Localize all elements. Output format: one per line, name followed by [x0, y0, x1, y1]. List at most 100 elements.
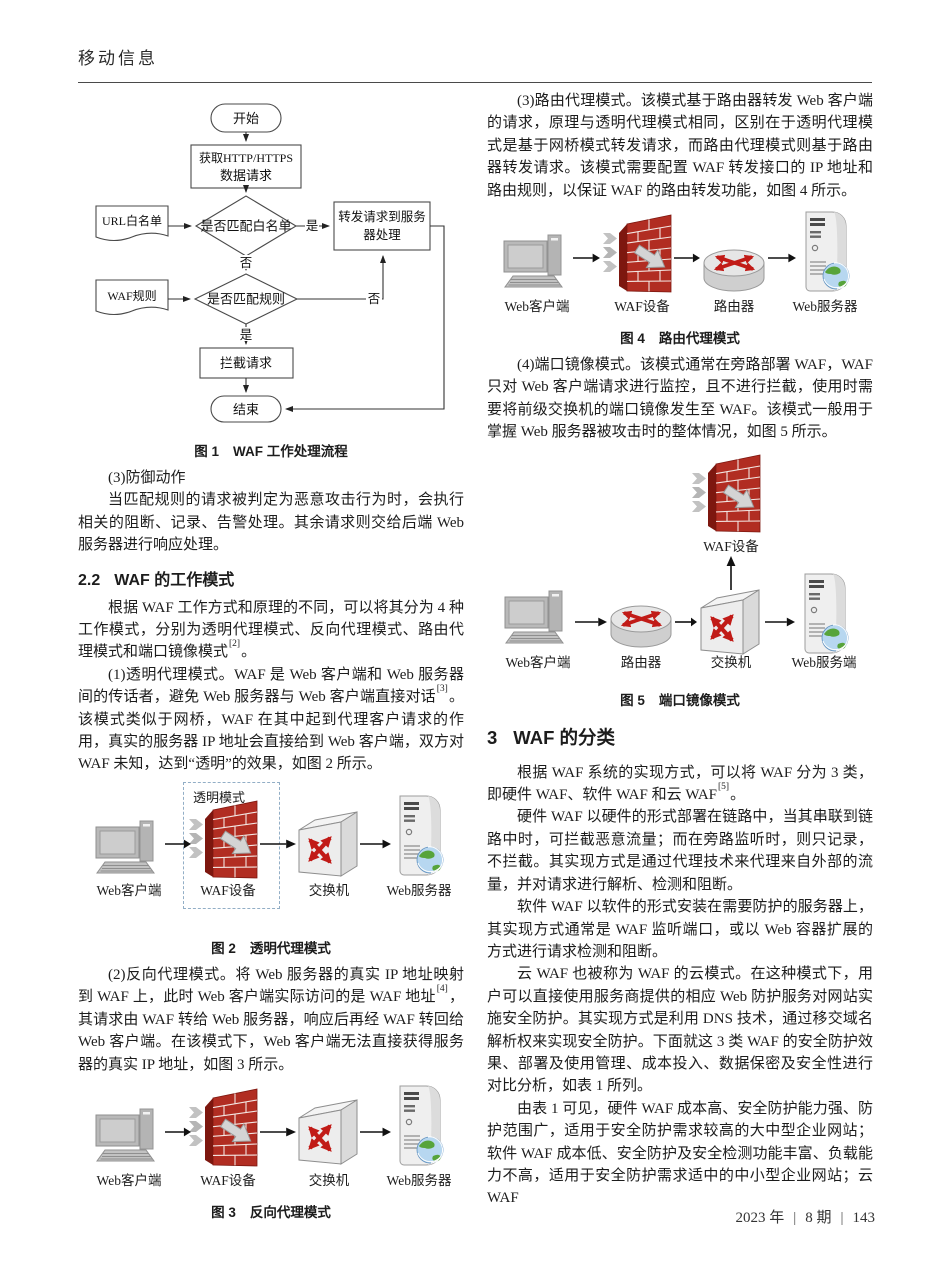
router-icon: [702, 244, 766, 296]
computer-icon: [94, 1108, 164, 1164]
computer-icon: [94, 820, 164, 876]
waf-flowchart-svg: 开始 获取HTTP/HTTPS 数据请求 是否匹配白名单 URL白名单 转发请求…: [95, 103, 445, 423]
arrow-right-icon: [675, 616, 697, 628]
figure-1-caption: 图 1 WAF 工作处理流程: [78, 440, 464, 460]
flow-waf-rule-shape: [95, 279, 169, 316]
firewall-icon: [692, 452, 770, 536]
node-label-waf-device: WAF设备: [200, 882, 256, 898]
flow-no-label-2: 否: [368, 292, 381, 306]
journal-title: 移动信息: [78, 44, 872, 83]
arrow-right-icon: [165, 838, 191, 850]
flow-forward-shape: [333, 201, 431, 251]
node-label-waf-device: WAF设备: [614, 299, 670, 315]
node-label-web-client: Web客户端: [96, 882, 162, 898]
arrow-right-icon: [260, 1126, 296, 1138]
arrow-right-icon: [260, 838, 296, 850]
arrow-right-icon: [768, 252, 796, 264]
firewall-icon: [189, 1086, 267, 1170]
figure-4-diagram: Web客户端 WAF设备 路由器 Web服务器: [487, 210, 873, 322]
firewall-icon: [189, 798, 267, 882]
figure-2-label: 图 2: [211, 940, 236, 956]
flow-decision-rule-label: 是否匹配规则: [207, 292, 285, 307]
node-label-web-client: Web客户端: [505, 654, 571, 670]
flow-end-shape: [210, 395, 282, 423]
figure-3-title: 反向代理模式: [249, 1204, 331, 1220]
paragraph-mirror-mode: (4)端口镜像模式。该模式通常在旁路部署 WAF，WAF 只对 Web 客户端请…: [487, 357, 873, 441]
switch-icon: [297, 810, 361, 878]
paragraph-software-waf: 软件 WAF 以软件的形式安装在需要防护的服务器上，其实现方式通常是 WAF 监…: [487, 899, 873, 960]
figure-4-label: 图 4: [620, 331, 645, 347]
section-3-heading: 3 WAF 的分类: [487, 724, 873, 750]
flow-yes-label-2: 是: [240, 328, 253, 342]
transparent-mode-box: 透明模式: [183, 781, 280, 909]
node-label-web-client: Web客户端: [96, 1172, 162, 1188]
computer-icon: [502, 234, 572, 290]
computer-icon: [503, 590, 573, 646]
flow-end-label: 结束: [233, 402, 259, 417]
node-label-router: 路由器: [620, 654, 662, 670]
figure-5-title: 端口镜像模式: [658, 692, 740, 708]
flow-intercept-shape: [199, 347, 294, 379]
paragraph-modes-intro: 根据 WAF 工作方式和原理的不同，可以将其分为 4 种工作模式，分别为透明代理…: [78, 599, 464, 661]
figure-4-caption: 图 4 路由代理模式: [487, 327, 873, 347]
router-icon: [609, 600, 673, 652]
flow-start-label: 开始: [233, 111, 259, 126]
paragraph-defense-title: (3)防御动作: [108, 470, 186, 486]
node-label-web-client: Web客户端: [504, 299, 570, 315]
left-column: 开始 获取HTTP/HTTPS 数据请求 是否匹配白名单 URL白名单 转发请求…: [78, 96, 464, 1228]
footer-year: 2023 年: [735, 1210, 785, 1226]
section-3-number: 3: [487, 726, 498, 748]
arrow-right-icon: [674, 252, 700, 264]
footer-separator: |: [793, 1210, 797, 1226]
paragraph-defense-body: 当匹配规则的请求被判定为恶意攻击行为时，会执行相关的阻断、记录、告警处理。其余请…: [78, 492, 464, 554]
arrow-right-icon: [360, 838, 391, 850]
node-label-switch: 交换机: [308, 882, 350, 898]
flow-waf-rule-label: WAF规则: [107, 288, 156, 303]
section-3-title: WAF 的分类: [513, 726, 616, 748]
server-icon: [392, 1084, 446, 1168]
figure-1-title: WAF 工作处理流程: [233, 444, 348, 459]
server-icon: [392, 794, 446, 878]
switch-icon: [297, 1098, 361, 1166]
arrow-up-icon: [725, 556, 737, 590]
figure-1-label: 图 1: [194, 444, 219, 459]
footer-separator: |: [840, 1210, 844, 1226]
flow-no-label-1: 否: [240, 256, 253, 270]
footer-issue: 8 期: [805, 1210, 832, 1226]
node-label-waf-device: WAF设备: [200, 1172, 256, 1188]
transparent-mode-box-label: 透明模式: [193, 789, 246, 805]
paragraph-table-analysis: 由表 1 可见，硬件 WAF 成本高、安全防护能力强、防护范围广，适用于安全防护…: [487, 1100, 873, 1207]
flow-fetch-line2: 数据请求: [220, 168, 272, 183]
switch-icon: [699, 588, 763, 656]
flow-forward-line2: 器处理: [363, 228, 401, 242]
arrow-right-icon: [765, 616, 795, 628]
flow-decision-whitelist-label: 是否匹配白名单: [200, 219, 291, 234]
footer-page-number: 143: [852, 1210, 876, 1226]
node-label-web-server: Web服务器: [386, 1172, 452, 1188]
arrow-right-icon: [573, 252, 600, 264]
paragraph-cloud-waf: 云 WAF 也被称为 WAF 的云模式。在这种模式下，用户可以直接使用服务商提供…: [487, 966, 873, 1095]
arrow-right-icon: [360, 1126, 391, 1138]
figure-5-diagram: WAF设备 Web客户端 路由器 交换机 Web服务端: [487, 452, 873, 684]
node-label-switch: 交换机: [308, 1172, 350, 1188]
paragraph-route-mode: (3)路由代理模式。该模式基于路由器转发 Web 客户端的请求，原理与透明代理模…: [487, 93, 873, 199]
paragraph-hardware-waf: 硬件 WAF 以硬件的形式部署在链路中，当其串联到链路中时，可拦截恶意流量；而在…: [487, 809, 873, 893]
node-label-web-server-end: Web服务端: [791, 654, 857, 670]
paragraph-transparent-mode: (1)透明代理模式。WAF 是 Web 客户端和 Web 服务器间的传话者，避免…: [78, 666, 464, 773]
flow-url-whitelist-shape: [95, 205, 169, 242]
flow-yes-label-1: 是: [306, 219, 319, 233]
section-2-2-number: 2.2: [78, 571, 101, 589]
page-footer: 2023 年 | 8 期 | 143: [575, 1206, 875, 1227]
flow-intercept-label: 拦截请求: [220, 356, 272, 371]
firewall-icon: [603, 212, 681, 296]
server-icon: [797, 572, 851, 656]
figure-4-title: 路由代理模式: [658, 331, 740, 347]
figure-2-diagram: 透明模式 Web客户端 WAF设备 交换机 Web服务器: [78, 781, 464, 932]
node-label-router: 路由器: [713, 299, 755, 315]
paragraph-classify-intro: 根据 WAF 系统的实现方式，可以将 WAF 分为 3 类，即硬件 WAF、软件…: [487, 764, 873, 804]
node-label-switch: 交换机: [710, 654, 752, 670]
